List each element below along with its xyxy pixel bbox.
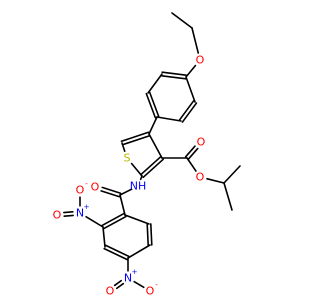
charge-N_nitro_a: + bbox=[84, 203, 90, 211]
bond-A5-A6 bbox=[149, 223, 153, 246]
bond-A1-A2 bbox=[103, 215, 127, 230]
atom-bg-N_nitro_b bbox=[121, 271, 135, 285]
atom-O_nitro_b2: O bbox=[146, 285, 155, 298]
atom-bg-S1 bbox=[120, 151, 134, 165]
bond-A3-A4 bbox=[104, 244, 130, 258]
bond-N_nitro_a-O_nitro_a1 bbox=[63, 211, 74, 214]
bond-A3-A4 bbox=[103, 247, 129, 261]
atom-bg-N_amide bbox=[131, 179, 145, 193]
atom-bg-N_nitro_a bbox=[73, 206, 87, 220]
bond-CHi-Me1 bbox=[223, 165, 241, 184]
atom-bg-O_nitro_a2 bbox=[73, 183, 87, 197]
bond-A5-A6 bbox=[146, 223, 150, 246]
bond-P4-P5 bbox=[156, 116, 182, 122]
bond-Camide-A1 bbox=[119, 194, 126, 216]
bond-P1-P2 bbox=[160, 74, 187, 80]
bond-CH2e-O_ether bbox=[191, 27, 200, 55]
bond-O_ester-CHi bbox=[205, 177, 225, 184]
bond-T5-S1 bbox=[121, 142, 126, 153]
atom-bg-O_ether bbox=[193, 53, 207, 67]
atom-bg-O_nitro_b1 bbox=[103, 284, 117, 298]
bond-T2-N_amide bbox=[139, 175, 143, 181]
bond-N_amide-Camide bbox=[119, 188, 133, 196]
bond-A4-A5 bbox=[127, 244, 151, 259]
bond-Camide-O_amide bbox=[100, 190, 121, 198]
atom-N_amide: NH bbox=[130, 180, 147, 193]
atom-O_ether: O bbox=[196, 54, 205, 67]
bond-P5-P6 bbox=[181, 102, 198, 123]
bond-T4-T5 bbox=[121, 134, 151, 146]
atom-O_ester: O bbox=[196, 171, 205, 184]
bond-T3-T4 bbox=[148, 133, 163, 159]
bond-A2-N_nitro_a bbox=[85, 215, 104, 228]
bond-Cest-O_ester_carbonyl bbox=[187, 147, 199, 160]
charge-O_nitro_a2: - bbox=[85, 180, 88, 188]
bond-CHi-Me2 bbox=[223, 182, 233, 211]
bond-Cest-O_ester bbox=[186, 157, 197, 173]
bonds bbox=[63, 12, 241, 290]
atom-N_nitro_a: N bbox=[76, 207, 84, 220]
charge-O_nitro_b2: - bbox=[155, 281, 158, 289]
bond-Cest-O_ester_carbonyl bbox=[184, 145, 196, 158]
atom-bg-O_amide bbox=[88, 180, 102, 194]
atom-bg-O_nitro_b2 bbox=[143, 284, 157, 298]
bond-P4-T4 bbox=[148, 116, 158, 135]
atom-O_ester_carbonyl: O bbox=[197, 136, 206, 149]
bond-Camide-O_amide bbox=[101, 186, 122, 195]
atom-O_nitro_a1: O bbox=[53, 209, 62, 222]
bond-P3-P4 bbox=[148, 91, 160, 118]
atom-S1: S bbox=[124, 152, 131, 165]
atom-O_nitro_b1: O bbox=[106, 285, 115, 298]
bond-N_nitro_b-O_nitro_b1 bbox=[115, 282, 125, 290]
bond-T4-T5 bbox=[120, 131, 150, 143]
bond-N_nitro_a-O_nitro_a1 bbox=[63, 214, 74, 217]
bond-A1-A2 bbox=[101, 212, 125, 227]
bond-P3-P4 bbox=[145, 92, 157, 119]
atom-bg-O_ester_carbonyl bbox=[194, 135, 208, 149]
bond-P1-P2 bbox=[161, 71, 188, 77]
bond-S1-T2 bbox=[130, 162, 143, 177]
bond-A6-A1 bbox=[124, 214, 150, 225]
charge-N_nitro_b: + bbox=[132, 268, 138, 276]
atom-O_nitro_a2: O bbox=[76, 184, 85, 197]
atom-bg-O_nitro_a1 bbox=[50, 208, 64, 222]
bond-P6-P1 bbox=[185, 76, 196, 103]
bond-P2-P3 bbox=[147, 73, 163, 94]
atom-O_amide: O bbox=[91, 181, 100, 194]
bond-N_nitro_b-O_nitro_b1 bbox=[113, 279, 123, 287]
bond-T2-T3 bbox=[139, 155, 162, 176]
bond-T2-T3 bbox=[142, 158, 165, 179]
bond-P5-P6 bbox=[178, 100, 195, 121]
atom-N_nitro_b: N bbox=[124, 272, 132, 285]
atom-bg-O_ester bbox=[193, 170, 207, 184]
bond-A2-A3 bbox=[102, 226, 106, 248]
bond-N_nitro_b-O_nitro_b2 bbox=[133, 280, 145, 289]
bond-O_ether-P1 bbox=[185, 64, 197, 78]
bond-CH3e-CH2e bbox=[171, 12, 193, 29]
